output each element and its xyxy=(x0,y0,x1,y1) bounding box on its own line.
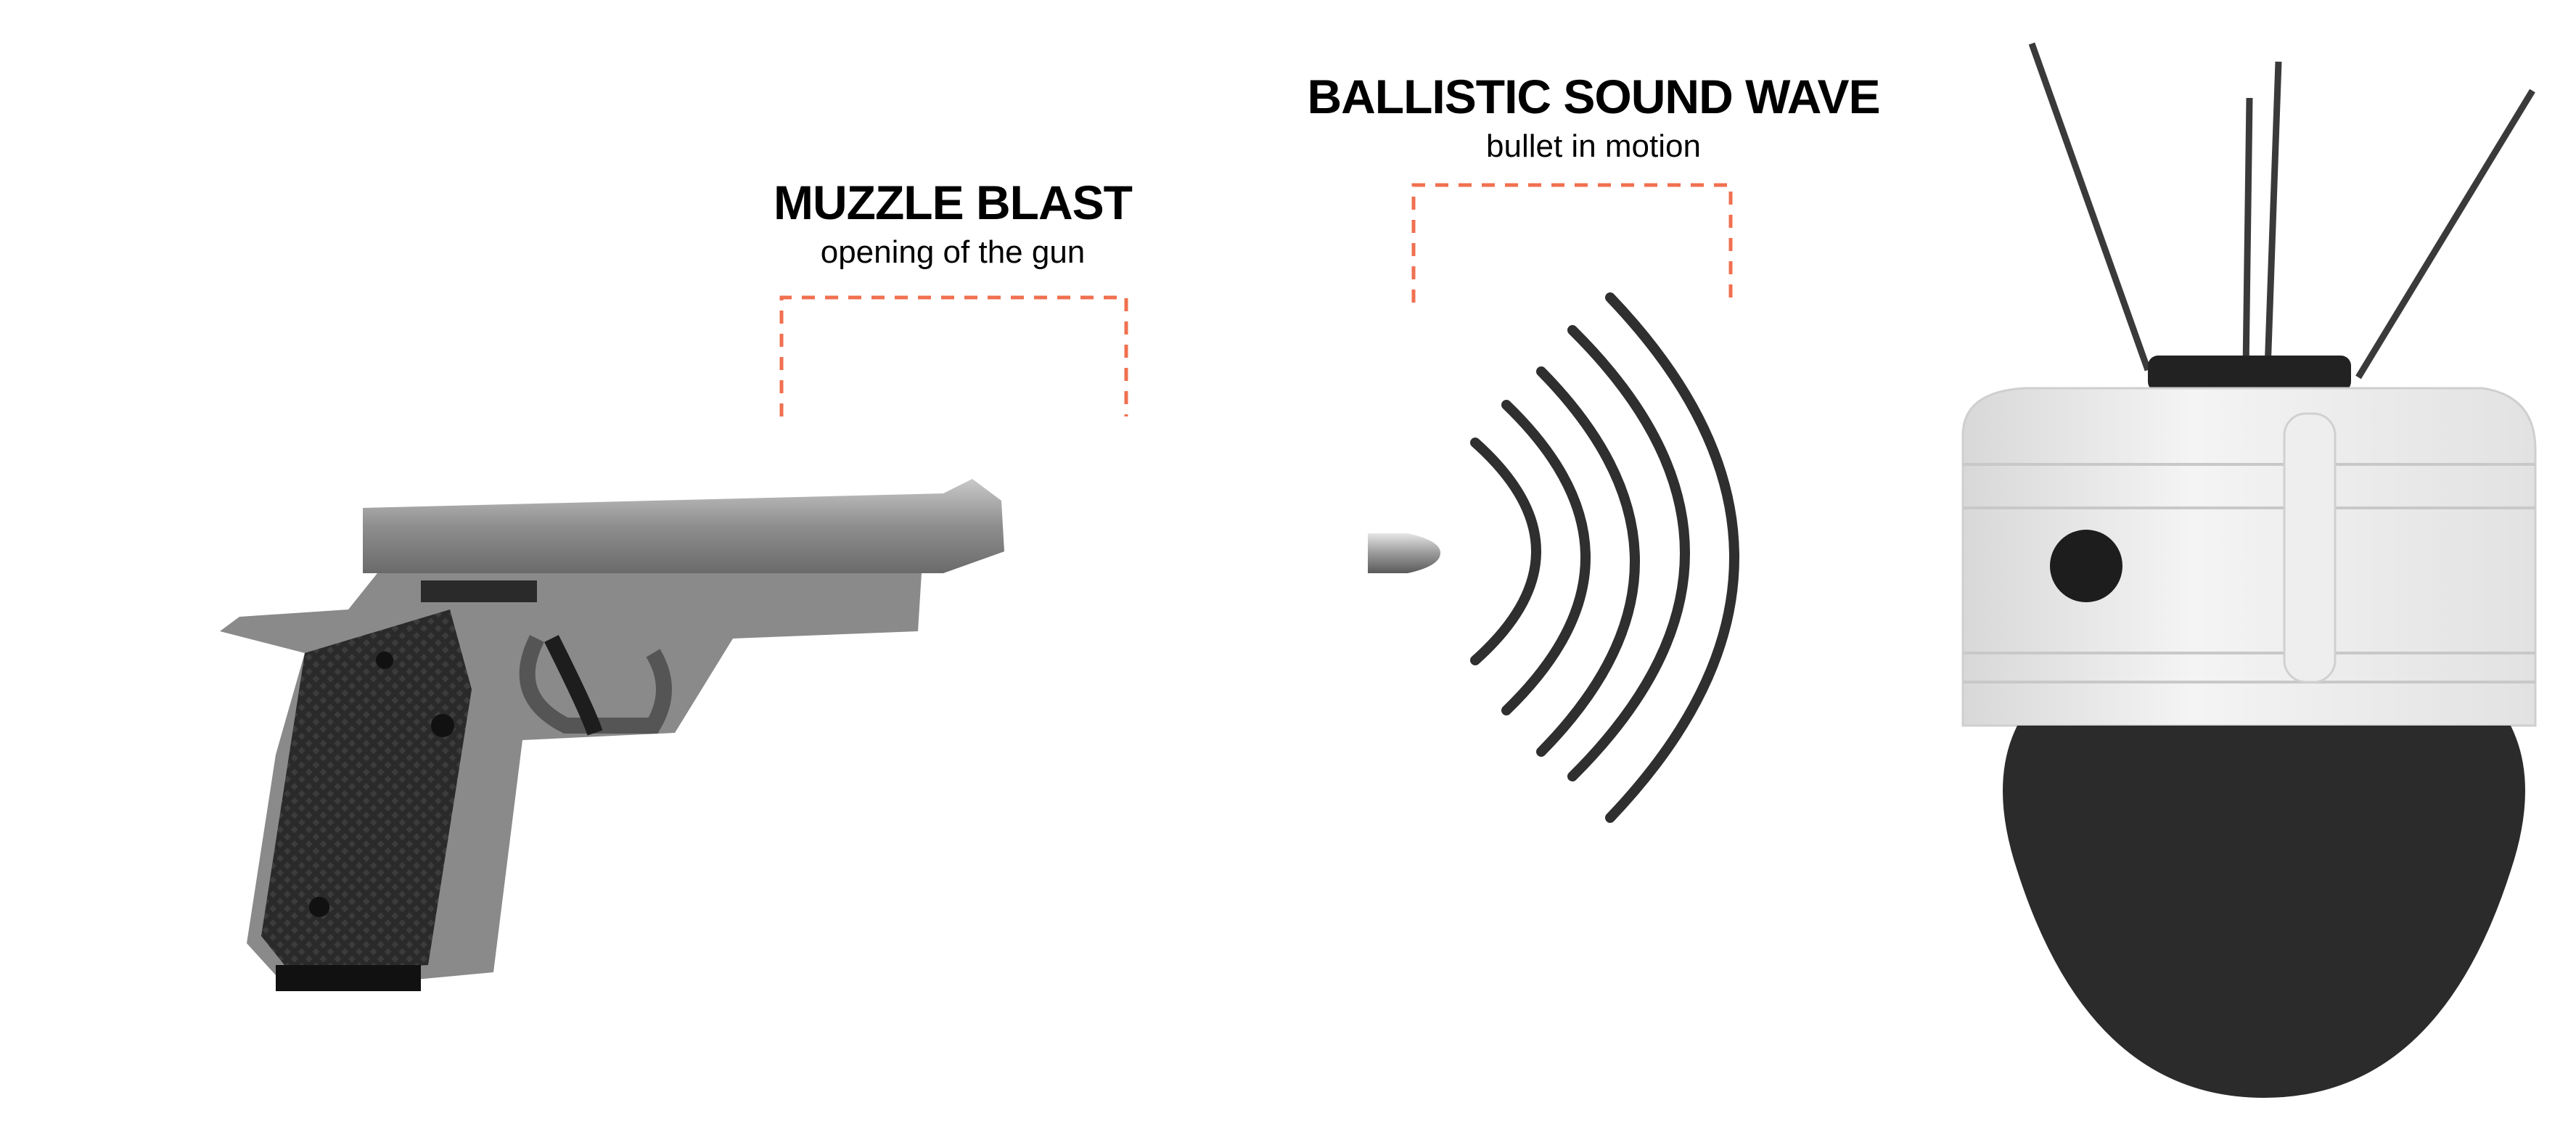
ballistic-wave-subtitle: bullet in motion xyxy=(1486,128,1701,164)
ballistic-wave-bracket xyxy=(1411,183,1733,303)
ballistic-wave-label: BALLISTIC SOUND WAVE bullet in motion xyxy=(1307,70,1880,164)
bullet-icon xyxy=(1368,533,1440,573)
acoustic-sensor-icon xyxy=(1961,42,2537,1098)
sound-waves-icon xyxy=(1470,292,1739,823)
ballistic-wave-title: BALLISTIC SOUND WAVE xyxy=(1307,70,1880,123)
muzzle-blast-bracket xyxy=(779,295,1128,416)
pistol-icon xyxy=(220,479,1004,991)
muzzle-blast-label: MUZZLE BLAST opening of the gun xyxy=(774,176,1133,270)
muzzle-blast-title: MUZZLE BLAST xyxy=(774,176,1133,229)
muzzle-blast-subtitle: opening of the gun xyxy=(820,234,1086,270)
